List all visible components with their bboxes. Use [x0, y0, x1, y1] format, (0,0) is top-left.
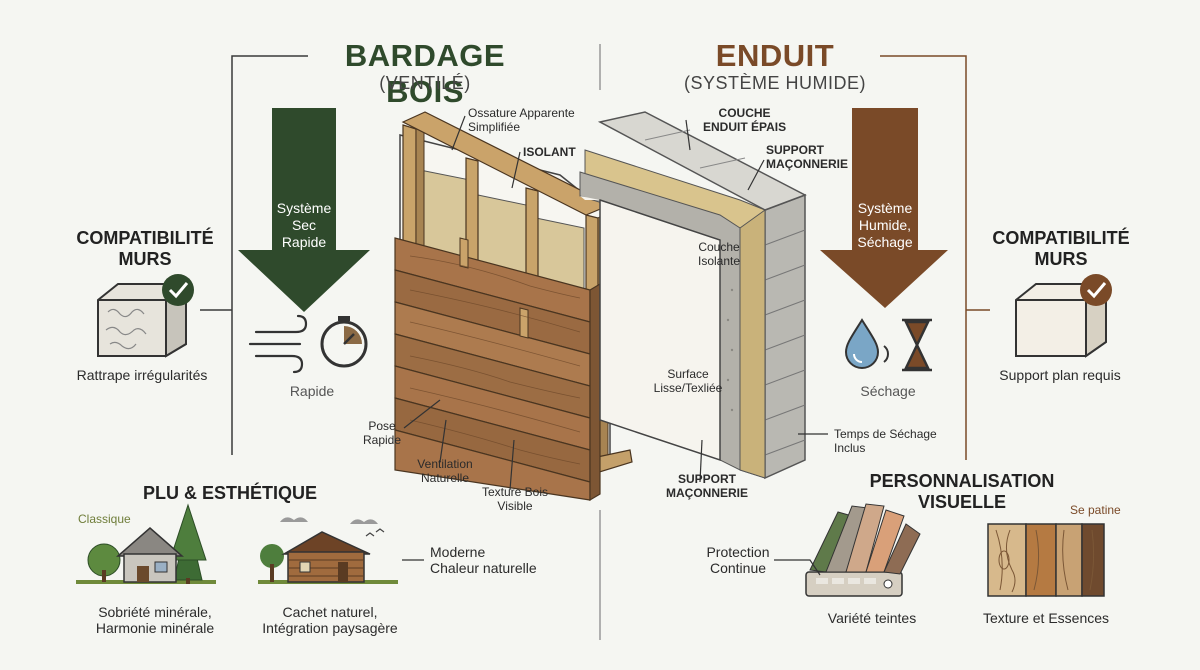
texture-label: Texture et Essences — [982, 610, 1110, 626]
moderne-line-1: Moderne — [430, 544, 486, 560]
wood-wall-cutaway — [394, 111, 633, 502]
perso-title-line-1: PERSONNALISATION — [869, 471, 1055, 491]
left-arrow-icon — [238, 108, 370, 312]
callout-couche-isolante: Couche Isolante — [688, 240, 750, 269]
right-compat-line-1: COMPATIBILITÉ — [992, 228, 1130, 248]
house-caption: Sobriété minérale, Harmonie minérale — [80, 604, 230, 636]
callout-surface: Surface Lisse/Texliée — [640, 367, 736, 396]
water-drop-icon — [844, 318, 889, 369]
right-compat-line-2: MURS — [1034, 248, 1088, 269]
callout-support-bottom-line-1: SUPPORT — [677, 472, 736, 486]
callout-pose: Pose Rapide — [352, 419, 412, 448]
callout-pose-line-2: Rapide — [362, 432, 402, 447]
callout-support-top: SUPPORT MAÇONNERIE — [766, 143, 849, 172]
cabin-caption-line-2: Intégration paysagère — [262, 620, 398, 637]
callout-couche-isolante-line-2: Isolante — [697, 253, 741, 268]
se-patine-label: Se patine — [1070, 503, 1121, 517]
right-arrow-line-2: Humide, — [858, 216, 912, 233]
cabin-caption: Cachet naturel, Intégration paysagère — [250, 604, 410, 636]
variety-label: Variété teintes — [827, 610, 917, 626]
left-arrow-line-1: Système — [276, 200, 332, 216]
right-arrow-line-3: Séchage — [857, 233, 913, 250]
callout-surface-line-1: Surface — [667, 367, 709, 381]
callout-support-bottom-line-2: MAÇONNERIE — [665, 485, 748, 500]
callout-couche-enduit: COUCHE ENDUIT ÉPAIS — [703, 106, 787, 135]
callout-temps-line-2: Inclus — [834, 440, 866, 455]
right-frame-lines — [880, 55, 990, 460]
callout-couche-enduit-line-1: COUCHE — [718, 106, 771, 120]
moderne-label: Moderne Chaleur naturelle — [430, 544, 537, 576]
left-subtitle: (VENTILÉ) — [379, 73, 471, 93]
callout-ossature-line-2: Simplifiée — [468, 119, 521, 134]
protection-callout-line — [774, 559, 821, 576]
callout-pose-line-1: Pose — [368, 419, 396, 433]
callout-ventilation-line-1: Ventilation — [417, 457, 473, 471]
right-arrow-icon — [820, 108, 948, 308]
left-compat-line-2: MURS — [118, 248, 172, 269]
callout-surface-line-2: Lisse/Texliée — [653, 380, 723, 395]
wood-texture-samples-icon — [987, 523, 1105, 597]
left-compat-line-1: COMPATIBILITÉ — [76, 228, 214, 248]
right-compat-caption: Support plan requis — [999, 367, 1121, 383]
house-caption-line-1: Sobriété minérale, — [98, 604, 212, 620]
right-title: ENDUIT — [715, 38, 835, 73]
render-wall-cutaway — [579, 111, 807, 480]
right-subtitle: (SYSTÈME HUMIDE) — [683, 73, 866, 93]
callout-texture-bois-line-2: Visible — [497, 498, 533, 513]
callout-ventilation-line-2: Naturelle — [420, 470, 470, 485]
speed-label: Rapide — [289, 383, 335, 399]
perso-title-line-2: VISUELLE — [917, 491, 1006, 512]
callout-ventilation: Ventilation Naturelle — [405, 457, 485, 486]
color-swatch-fan-icon — [805, 503, 921, 597]
left-compat-title: COMPATIBILITÉ MURS — [60, 228, 230, 269]
classique-label: Classique — [78, 512, 131, 526]
right-compat-title: COMPATIBILITÉ MURS — [976, 228, 1146, 269]
check-icon-right — [1080, 274, 1112, 306]
drying-label: Séchage — [860, 383, 916, 399]
callout-isolant: ISOLANT — [523, 145, 576, 159]
left-frame-lines — [200, 44, 601, 640]
wind-icon — [248, 314, 308, 374]
house-caption-line-2: Harmonie minérale — [95, 620, 215, 637]
callout-lines — [403, 115, 828, 491]
house-icon — [76, 503, 216, 584]
callout-couche-enduit-line-2: ENDUIT ÉPAIS — [703, 119, 787, 134]
plu-title: PLU & ESTHÉTIQUE — [142, 483, 317, 503]
callout-support-top-line-2: MAÇONNERIE — [766, 156, 849, 171]
protection-line-2: Continue — [709, 560, 767, 577]
callout-ossature-line-1: Ossature Apparente — [468, 106, 575, 120]
cabin-icon — [258, 517, 398, 584]
left-compat-caption: Rattrape irrégularités — [76, 367, 208, 383]
left-arrow-line-3: Rapide — [281, 233, 327, 250]
left-title: BARDAGE BOIS — [344, 38, 506, 109]
protection-label: Protection Continue — [700, 544, 776, 576]
callout-temps-line-1: Temps de Séchage — [834, 427, 937, 441]
stopwatch-icon — [320, 316, 368, 368]
cabin-caption-line-1: Cachet naturel, — [282, 604, 378, 620]
callout-support-bottom: SUPPORT MAÇONNERIE — [664, 472, 750, 501]
perso-title: PERSONNALISATION VISUELLE — [862, 471, 1062, 512]
hourglass-icon — [902, 318, 932, 372]
callout-texture-bois: Texture Bois Visible — [473, 485, 557, 514]
check-icon-left — [162, 274, 194, 306]
callout-texture-bois-line-1: Texture Bois — [481, 485, 549, 499]
callout-support-top-line-1: SUPPORT — [766, 143, 825, 157]
callout-couche-isolante-line-1: Couche — [698, 240, 740, 254]
left-arrow-text: Système Sec Rapide — [272, 200, 336, 250]
protection-line-1: Protection — [706, 544, 770, 560]
callout-temps: Temps de Séchage Inclus — [834, 427, 937, 456]
callout-ossature: Ossature Apparente Simplifiée — [468, 106, 575, 135]
left-arrow-line-2: Sec — [291, 216, 317, 233]
right-arrow-text: Système Humide, Séchage — [848, 200, 922, 250]
right-arrow-line-1: Système — [857, 200, 913, 216]
moderne-line-2: Chaleur naturelle — [430, 560, 537, 577]
